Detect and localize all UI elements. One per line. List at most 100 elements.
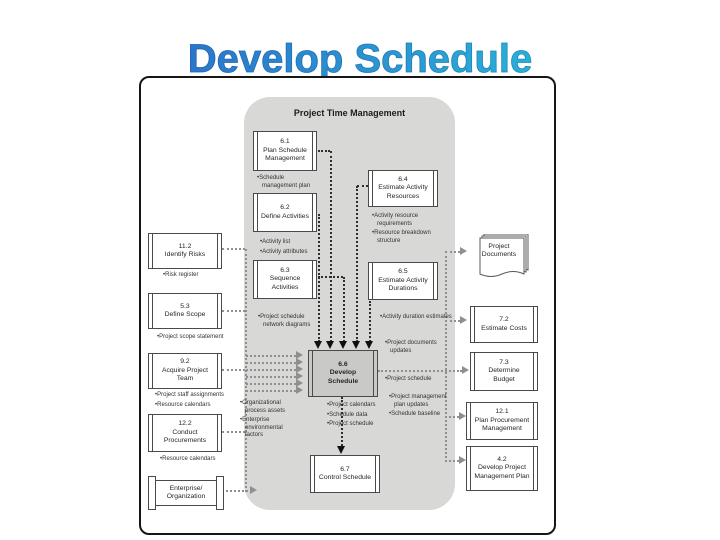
arrowhead [296, 351, 303, 359]
process-box-acquire-project-team: 9.2 Acquire Project Team [148, 353, 222, 389]
flow-line [246, 383, 296, 385]
process-number: 6.1 [280, 138, 290, 146]
flow-line [445, 320, 460, 322]
io-item: Project scope statement [157, 334, 225, 342]
process-name: Identify Risks [164, 251, 206, 258]
flow-line [222, 431, 245, 433]
io-item: Project calendars [327, 402, 381, 410]
io-item: Activity attributes [260, 249, 318, 257]
entity-box-enterprise-organization: Enterprise/ Organization [148, 476, 224, 510]
process-number: 9.2 [180, 358, 190, 366]
process-box-determine-budget: 7.3 Determine Budget [470, 352, 538, 391]
process-name: Sequence Activities [269, 275, 301, 291]
io-item: Project staff assignments [155, 392, 225, 400]
process-box-plan-procurement-management: 12.1 Plan Procurement Management [466, 402, 538, 440]
arrowhead [314, 341, 322, 349]
document-stack-icon [479, 234, 529, 277]
page-title: Develop Schedule [0, 36, 720, 82]
project-documents-shape: Project Documents [468, 234, 530, 284]
io-item: Resource calendars [160, 456, 222, 464]
arrowhead [296, 365, 303, 373]
io-item: Activity resource requirements [372, 213, 438, 228]
process-box-estimate-costs: 7.2 Estimate Costs [470, 306, 538, 343]
io-label-project-documents-updates: Project documents updates [385, 340, 447, 357]
io-item: Project documents updates [385, 340, 447, 355]
process-number: 5.3 [180, 302, 190, 310]
io-item: Project schedule network diagrams [258, 314, 322, 329]
flow-line [445, 416, 459, 418]
flow-line [378, 370, 462, 372]
io-item: Schedule management plan [257, 175, 317, 190]
io-label-resource-calendars: Resource calendars [160, 456, 222, 466]
process-box-estimate-activity-resources: 6.4 Estimate Activity Resources [368, 170, 438, 207]
process-box-sequence-activities: 6.3 Sequence Activities [253, 260, 317, 299]
arrowhead [250, 486, 257, 494]
entity-name: Project Documents [481, 243, 517, 259]
process-box-plan-schedule-management: 6.1 Plan Schedule Management [253, 131, 317, 171]
process-box-identify-risks: 11.2 Identify Risks [148, 233, 222, 269]
process-box-control-schedule: 6.7 Control Schedule [310, 455, 380, 493]
process-name: Define Activities [261, 212, 309, 220]
flow-line [222, 310, 245, 312]
process-name: Plan Procurement Management [474, 416, 530, 433]
flow-line [246, 390, 296, 392]
process-number: 6.2 [280, 204, 290, 212]
flow-line [318, 150, 330, 152]
io-label-project-scope-statement: Project scope statement [157, 334, 225, 344]
process-box-define-scope: 5.3 Define Scope [148, 293, 222, 329]
process-box-estimate-activity-durations: 6.5 Estimate Activity Durations [368, 262, 438, 300]
io-label-pm-plan-updates: Project management plan updates Schedule… [389, 394, 447, 421]
flow-line [356, 186, 358, 342]
io-item: Schedule data [327, 412, 381, 420]
flow-line [222, 490, 248, 492]
io-label-project-schedule: Project schedule [385, 376, 447, 386]
flow-line [445, 251, 460, 253]
io-label-resource-requirements: Activity resource requirements Resource … [372, 213, 438, 247]
process-name: Define Scope [164, 311, 206, 318]
io-item: Activity list [260, 239, 318, 247]
process-number: 12.1 [495, 408, 509, 416]
entity-name: Enterprise/ Organization [166, 484, 206, 500]
arrowhead [459, 412, 466, 420]
arrowhead [296, 379, 303, 387]
io-label-risk-register: Risk register [163, 272, 221, 282]
process-name: Develop Project Management Plan [474, 464, 530, 480]
process-number: 11.2 [178, 242, 192, 250]
arrowhead [460, 247, 467, 255]
io-item: Risk register [163, 272, 221, 280]
io-label-schedule-management-plan: Schedule management plan [257, 175, 317, 192]
io-item: Resource breakdown structure [372, 230, 438, 245]
flow-line [357, 185, 368, 187]
process-number: 6.5 [398, 268, 408, 276]
flow-line [369, 301, 371, 342]
io-item: Activity duration estimates [380, 314, 452, 322]
flow-line [445, 251, 447, 462]
arrowhead [365, 341, 373, 349]
arrowhead [460, 316, 467, 324]
arrowhead [459, 456, 466, 464]
io-label-network-diagrams: Project schedule network diagrams [258, 314, 322, 331]
group-header: Project Time Management [293, 108, 406, 118]
io-label-activity-list: Activity list Activity attributes [260, 239, 318, 258]
io-item: Resource calendars [155, 402, 225, 410]
process-name: Plan Schedule Management [263, 146, 307, 163]
process-number: 6.7 [340, 465, 350, 473]
process-name: Estimate Costs [481, 324, 527, 332]
arrowhead [296, 386, 303, 394]
flow-line [222, 248, 245, 250]
process-number: 6.3 [280, 266, 290, 274]
entity-end-bar [216, 476, 224, 510]
process-name: Control Schedule [318, 474, 372, 481]
process-box-develop-schedule: 6.6 Develop Schedule [308, 350, 378, 397]
io-label-duration-estimates: Activity duration estimates [380, 314, 452, 324]
io-item: Schedule baseline [389, 411, 447, 419]
flow-line [222, 369, 245, 371]
io-label-schedule-outputs: Project calendars Schedule data Project … [327, 402, 381, 431]
process-name: Estimate Activity Durations [378, 276, 428, 293]
flow-line [246, 369, 296, 371]
process-box-define-activities: 6.2 Define Activities [253, 193, 317, 232]
io-item: Project schedule [327, 421, 381, 429]
arrowhead [326, 341, 334, 349]
arrowhead [296, 372, 303, 380]
